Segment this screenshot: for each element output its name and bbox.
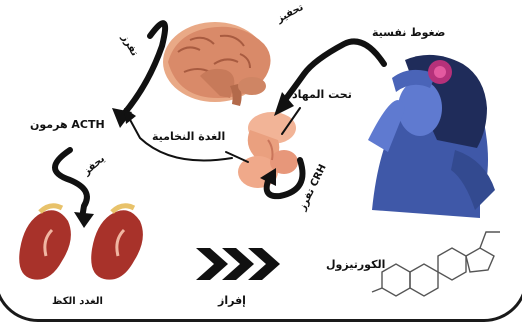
stress-label: ضغوط نفسية — [372, 26, 445, 39]
hypothalamus-label: تحت المهاد — [292, 88, 352, 101]
adrenal-label: الغدد الكظ — [52, 296, 103, 307]
arrowhead-adrenal — [74, 212, 94, 228]
acth-label: هرمون ACTH — [30, 118, 105, 131]
secretion-chevrons — [196, 248, 280, 280]
cortisol-molecule-illustration — [372, 232, 500, 296]
secretion-label: إفراز — [218, 294, 246, 307]
pituitary-pointer-line — [226, 152, 248, 162]
stressed-person-illustration — [368, 55, 495, 218]
cortisol-label: الكورتيزول — [326, 258, 385, 271]
pituitary-label: الغدة النخامية — [152, 130, 225, 143]
brain-illustration — [163, 22, 271, 106]
